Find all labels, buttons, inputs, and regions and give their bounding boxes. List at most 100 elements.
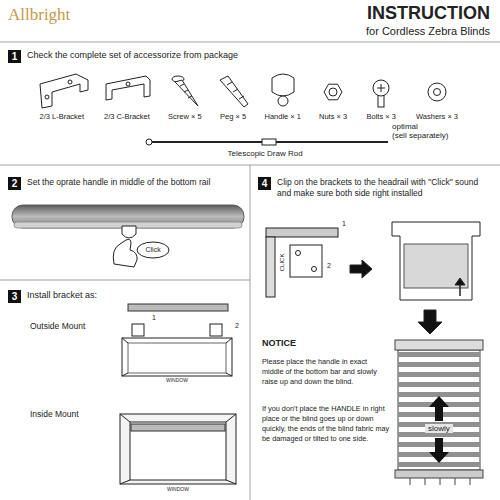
arrow-down [418,310,442,334]
up-arrowhead [429,396,449,407]
inside-mount-illustration [120,414,236,484]
c-bracket-icon [106,76,150,100]
step-number: 1 [8,50,21,63]
push-arrowhead [455,278,465,285]
rail-illustration [12,205,244,267]
l-bracket-hole [45,95,49,99]
click-sticker [137,242,169,258]
divider-line [0,280,250,281]
window-perspective [120,414,236,484]
step-number: 2 [8,177,21,190]
part-name: Peg × 5 [220,113,246,122]
headrail [131,424,225,431]
part-name: Bolts × 3 [367,113,396,122]
part-name: Nuts × 3 [319,113,347,122]
note: optimal [392,122,418,131]
part-name: 2/3 C-Bracket [104,113,150,122]
handle-icon [272,74,294,96]
blind-clips [410,478,470,485]
step-text: Install bracket as: [27,290,97,300]
callout-number: 1 [152,314,156,322]
window-perspective [122,338,232,376]
step-number-text: 1 [12,50,18,63]
screw-thread [180,84,192,98]
nut-hole [329,88,337,96]
rod-sleeve [262,139,276,145]
step-number: 3 [8,290,21,303]
title: INSTRUCTION [367,3,490,24]
handle-clip [122,226,136,238]
roller [12,205,244,228]
headrail [128,304,228,311]
note: (sell separately) [392,131,448,140]
outside-mount-illustration [122,304,232,376]
headrail-end [266,237,275,297]
headrail-top [266,228,338,237]
handle-hook [278,96,288,106]
part-name: Telescopic Draw Rod [228,149,303,158]
notice-heading: NOTICE [262,338,296,348]
window-recess [120,414,236,484]
step-text: Set the oprate handle in middle of the b… [27,177,245,188]
part-name: Handle × 1 [265,113,302,122]
step-text: Clip on the brackets to the headrail wit… [277,177,485,199]
notice-text: If you don't place the HANDLE in right p… [262,404,390,443]
callout-number: 1 [342,220,346,228]
click-label: Click [146,246,161,254]
arrow-right [350,260,372,278]
click-label: CLICK [279,253,286,271]
l-bracket-icon [40,74,88,108]
mount-label: Outside Mount [30,322,85,332]
blind-bottom-rail [395,470,483,478]
divider-line [0,42,500,43]
hand [113,239,137,267]
washer-hole [434,89,441,96]
blind-stripes [398,352,480,467]
subtitle: for Cordless Zebra Blinds [366,25,490,38]
window-pane [128,343,226,373]
divider-lines [0,42,500,500]
part-name: Screw × 5 [168,113,202,122]
up-arrow-shaft [435,405,443,421]
step-number-text: 4 [262,177,268,190]
step-text: Check the complete set of accessorize fr… [27,50,238,60]
part-name: 2/3 L-Bracket [40,113,85,122]
clip-illustration [266,222,480,334]
blind-stripe [398,352,480,357]
part-name: Washers × 3 [416,113,458,122]
brand-logo: Allbright [8,5,70,25]
down-arrowhead [429,452,449,463]
screw-hole [296,251,301,256]
bracket-closeup [392,222,480,300]
divider-line [250,165,251,500]
bracket [132,324,144,336]
peg-icon [220,76,248,107]
bracket [290,245,322,277]
notice-text: Please place the handle in exact middle … [262,357,390,387]
bolt-head [373,80,389,96]
c-bracket-hole [126,82,130,86]
step-number-text: 2 [12,177,18,190]
washer-icon [428,83,446,101]
parts-icons [40,74,446,108]
screw-shaft [175,80,198,106]
blind-stripe [398,372,480,377]
callout-number: 2 [235,322,239,330]
draw-rod [146,139,388,145]
peg-ridge [227,82,244,99]
bracket [210,324,222,336]
blind-fabric [398,350,480,470]
bolt-cross [377,84,385,92]
headrail-section [404,244,468,288]
window-label: WINDOW [166,378,188,384]
window-label: WINDOW [167,487,189,493]
blind-illustration [395,340,483,485]
step-number: 4 [258,177,271,190]
motion-label: slowly [425,424,453,433]
screw-hole [312,267,317,272]
nut-icon [324,84,342,100]
blind-headrail [395,340,483,350]
window-frame [122,338,232,376]
